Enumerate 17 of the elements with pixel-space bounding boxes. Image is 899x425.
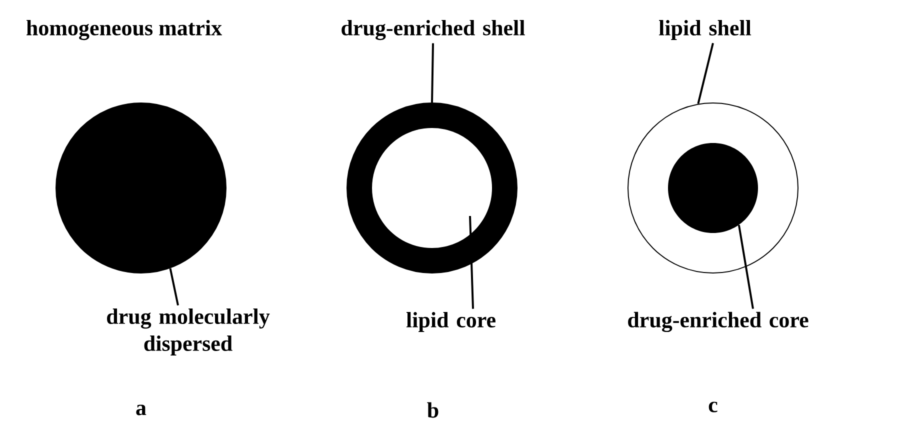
leader-line [169,268,179,306]
leader-line [431,43,434,103]
panel-letter: c [708,402,718,412]
panel-letter: b [427,402,438,418]
core-circle [668,143,758,233]
node-label: lipid shell [658,20,752,40]
leader-line [738,224,754,309]
node-label: homogeneous matrix [26,20,222,40]
core-circle [372,128,492,248]
leader-line [697,42,714,104]
leader-line [469,216,474,309]
node-label: drug molecularly dispersed [107,308,270,356]
node-label: drug-enriched core [628,312,808,332]
particle-circle [56,102,226,274]
node-label: drug-enriched shell [342,20,525,40]
panel-letter: a [136,404,146,416]
node-label: lipid core [406,312,496,332]
